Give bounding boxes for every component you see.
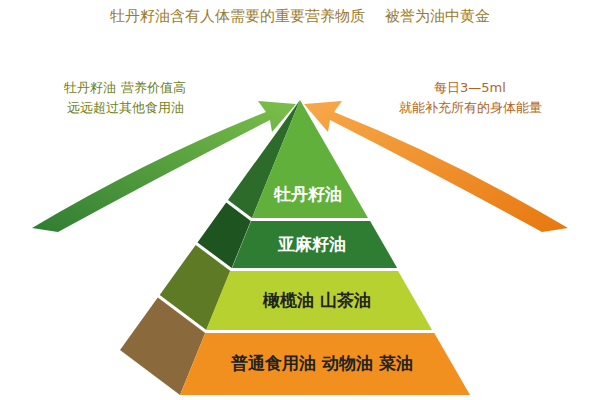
pyramid-band: 橄榄油 山茶油 — [206, 271, 432, 330]
side-note: 每日3—5ml 就能补充所有的身体能量 — [395, 78, 545, 118]
side-note: 牡丹籽油 营养价值高 远远超过其他食用油 — [50, 78, 200, 118]
band-fill — [180, 333, 470, 395]
pyramid-band: 亚麻籽油 — [232, 221, 397, 268]
page-title: 牡丹籽油含有人体需要的重要营养物质 被誉为油中黄金 — [0, 7, 600, 26]
band-label: 牡丹籽油 — [274, 183, 342, 206]
band-fill — [252, 100, 368, 218]
band-fill — [206, 271, 432, 330]
band-fill — [232, 221, 397, 268]
band-label: 橄榄油 山茶油 — [263, 289, 371, 312]
band-label: 亚麻籽油 — [278, 233, 346, 256]
pyramid-band: 普通食用油 动物油 菜油 — [180, 333, 470, 395]
pyramid-band: 牡丹籽油 — [252, 100, 368, 218]
band-label: 普通食用油 动物油 菜油 — [231, 352, 413, 375]
